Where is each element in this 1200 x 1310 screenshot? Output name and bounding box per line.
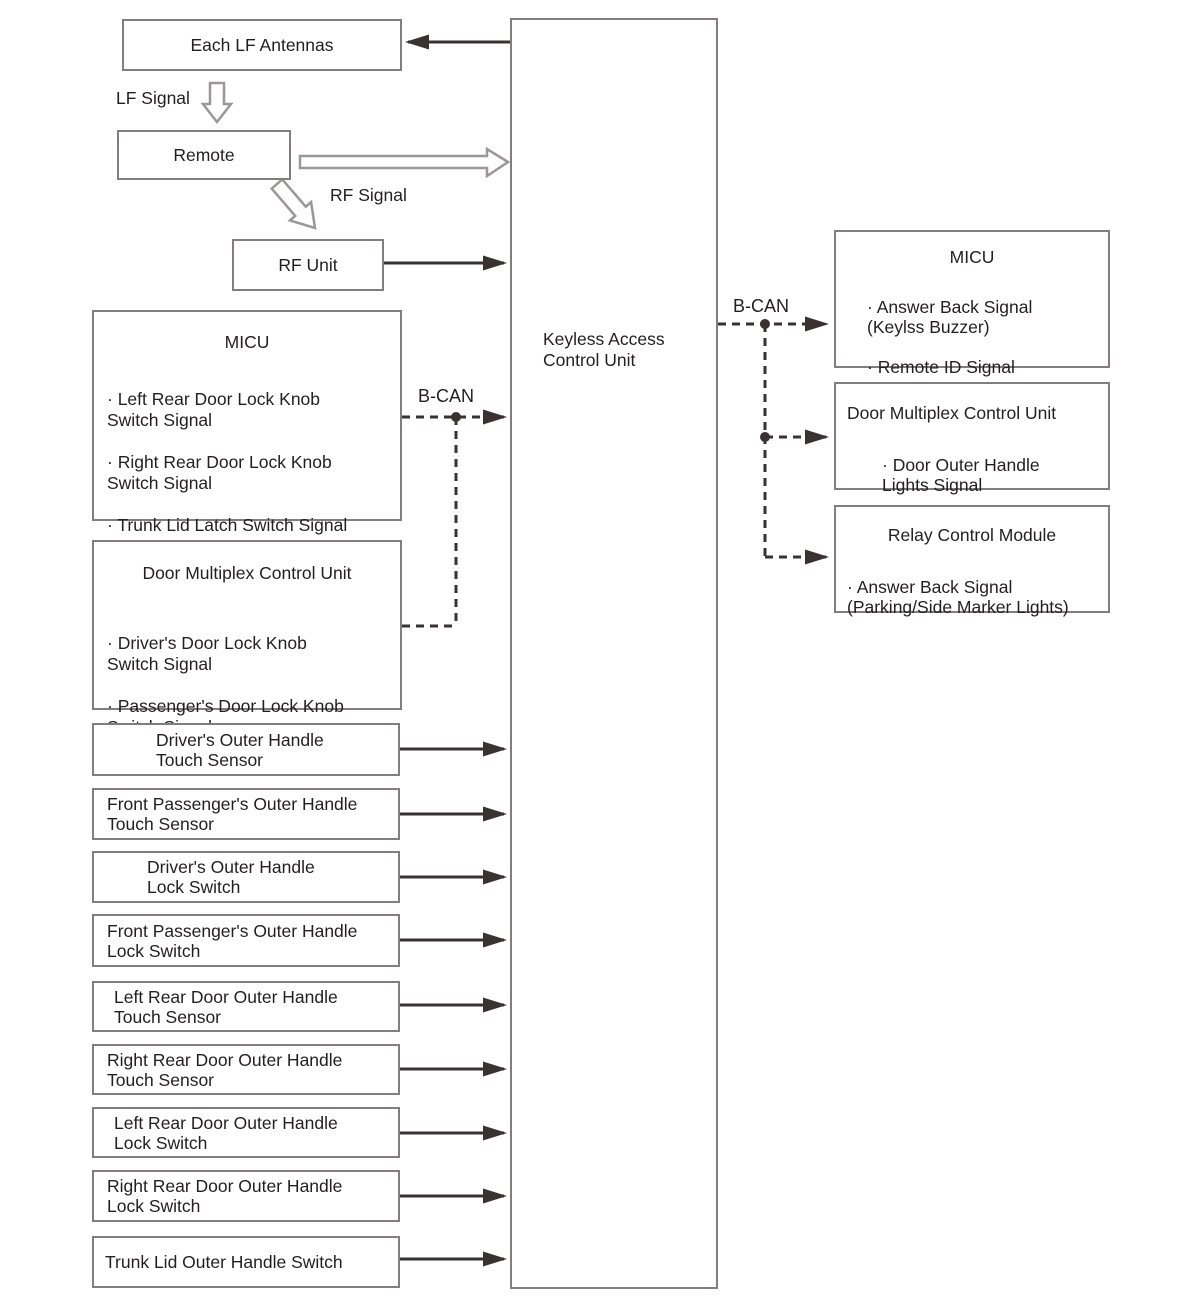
each-lf-antennas-label: Each LF Antennas [190,35,334,55]
door-multiplex-left-box: Door Multiplex Control Unit · Driver's D… [92,540,402,737]
each-lf-antennas-box: Each LF Antennas [122,19,402,71]
micu-right-title: MICU [949,247,995,267]
junction-dot-right-mid [760,432,770,442]
door-multiplex-right-item: · Door Outer Handle Lights Signal [882,455,1040,495]
input-box-front-passengers-outer-handle-lock-switch: Front Passenger's Outer Handle Lock Swit… [92,914,400,967]
bcan-right-label: B-CAN [733,296,790,316]
input-box-label: Trunk Lid Outer Handle Switch [105,1252,343,1272]
lf-signal-label: LF Signal [116,88,190,108]
input-box-right-rear-door-outer-handle-lock-switch: Right Rear Door Outer Handle Lock Switch [92,1170,400,1222]
input-box-label: Left Rear Door Outer Handle Touch Sensor [114,986,338,1027]
micu-left-title: MICU [224,332,270,352]
input-box-label: Left Rear Door Outer Handle Lock Switch [114,1112,338,1153]
door-multiplex-right-box: Door Multiplex Control Unit · Door Outer… [834,382,1110,495]
micu-left-item: · Left Rear Door Lock Knob Switch Signal [107,389,321,430]
input-box-label: Front Passenger's Outer Handle Touch Sen… [107,794,358,834]
input-box-trunk-lid-outer-handle-switch: Trunk Lid Outer Handle Switch [92,1236,400,1288]
input-box-label: Front Passenger's Outer Handle Lock Swit… [107,920,358,961]
input-box-right-rear-door-outer-handle-touch-sensor: Right Rear Door Outer Handle Touch Senso… [92,1044,400,1095]
input-box-front-passengers-outer-handle-touch-sensor: Front Passenger's Outer Handle Touch Sen… [92,788,400,840]
bcan-left-label: B-CAN [418,386,475,406]
relay-control-module-box: Relay Control Module · Answer Back Signa… [834,505,1110,617]
relay-control-module-items: · Answer Back Signal (Parking/Side Marke… [836,557,1108,637]
input-box-left-rear-door-outer-handle-lock-switch: Left Rear Door Outer Handle Lock Switch [92,1107,400,1158]
rf-signal-label: RF Signal [330,185,407,205]
rf-signal-diagonal-arrow-icon [269,177,317,230]
door-multiplex-left-item: · Driver's Door Lock Knob Switch Signal [107,633,307,674]
micu-left-item: · Right Rear Door Lock Knob Switch Signa… [107,452,332,493]
door-multiplex-right-title: Door Multiplex Control Unit [847,403,1057,423]
bcan-left-dashed-bus [402,409,507,628]
remote-to-kacu-hollow-arrow-icon [298,146,511,179]
solid-arrows [384,34,510,1267]
lf-signal-down-arrow-icon [200,81,234,125]
micu-right-item: · Answer Back Signal (Keylss Buzzer) [867,297,1033,337]
remote-label: Remote [173,145,235,165]
input-box-left-rear-door-outer-handle-touch-sensor: Left Rear Door Outer Handle Touch Sensor [92,981,400,1032]
micu-right-item: · Remote ID Signal [867,357,1015,377]
input-box-label: Right Rear Door Outer Handle Touch Senso… [107,1049,343,1090]
micu-right-items: · Answer Back Signal (Keylss Buzzer) · R… [836,277,1108,397]
keyless-access-control-unit-box: Keyless Access Control Unit [510,18,718,1289]
junction-dot-left [451,412,461,422]
relay-control-module-title: Relay Control Module [887,525,1057,545]
input-box-label: Driver's Outer Handle Touch Sensor [156,729,324,770]
door-multiplex-left-title: Door Multiplex Control Unit [142,563,352,583]
bcan-right-dashed-bus [718,316,829,565]
rf-unit-label: RF Unit [278,255,338,275]
input-box-label: Right Rear Door Outer Handle Lock Switch [107,1176,343,1216]
input-box-label: Driver's Outer Handle Lock Switch [147,857,315,897]
rf-unit-box: RF Unit [232,239,384,291]
micu-right-box: MICU · Answer Back Signal (Keylss Buzzer… [834,230,1110,377]
input-box-drivers-outer-handle-touch-sensor: Driver's Outer Handle Touch Sensor [92,723,400,776]
remote-box: Remote [117,130,291,180]
micu-left-box: MICU · Left Rear Door Lock Knob Switch S… [92,310,402,535]
door-multiplex-right-items: · Door Outer Handle Lights Signal [836,435,1108,515]
micu-left-item: · Trunk Lid Latch Switch Signal [107,515,348,535]
keyless-access-control-unit-label: Keyless Access Control Unit [543,329,665,370]
input-box-drivers-outer-handle-lock-switch: Driver's Outer Handle Lock Switch [92,851,400,903]
junction-dot-right-top [760,319,770,329]
relay-control-module-item: · Answer Back Signal (Parking/Side Marke… [847,577,1069,617]
micu-left-items: · Left Rear Door Lock Knob Switch Signal… [94,368,400,557]
